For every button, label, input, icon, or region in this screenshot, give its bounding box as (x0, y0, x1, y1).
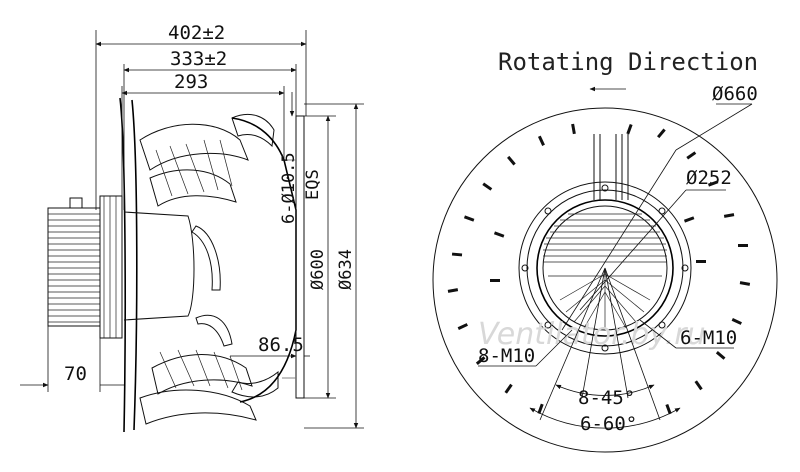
impeller-backplate (119, 97, 138, 433)
inlet-length-label: 86.5 (258, 334, 304, 356)
side-view: 402±2 333±2 293 6-Ø10.5 EQS Ø600 Ø634 86… (20, 22, 364, 433)
motor-block (47, 195, 123, 339)
motor-offset-label: 70 (64, 363, 87, 385)
angle-inner-arc (555, 384, 655, 396)
impeller-outline (432, 107, 778, 453)
cable-bundle (593, 134, 629, 200)
motor-diameter-label: Ø252 (686, 167, 732, 189)
angle-outer-arc (529, 407, 681, 429)
angle-outer-label: 6-60° (580, 413, 637, 435)
rotating-direction-title: Rotating Direction (498, 48, 758, 76)
overall-depth-label: 402±2 (168, 22, 225, 44)
front-view: Rotating Direction (432, 48, 778, 453)
inlet-diameter-label: Ø600 (308, 249, 328, 290)
impeller-diameter-leader (675, 103, 753, 151)
motor-outer-ring (518, 181, 692, 355)
hole-spacing-label: EQS (303, 169, 323, 200)
motor-rotor (123, 211, 195, 321)
motor-bolt-holes (521, 184, 689, 352)
mounting-holes-label: 6-Ø10.5 (279, 152, 299, 224)
impeller-blades (139, 114, 279, 425)
watermark: Ventilator.by.ru (478, 317, 706, 352)
motor-diameter-leader (579, 189, 687, 311)
thread-right-label: 6-M10 (680, 327, 737, 349)
motor-flange (536, 199, 674, 337)
body-depth-label: 293 (174, 71, 208, 93)
outer-diameter-label: Ø634 (336, 249, 356, 290)
inlet-ring (295, 115, 305, 399)
angle-inner-label: 8-45° (578, 387, 635, 409)
motor-fins-upper (543, 213, 667, 263)
impeller-diameter-label: Ø660 (712, 83, 758, 105)
thread-left-label: 8-M10 (478, 345, 535, 367)
flange-depth-label: 333±2 (170, 48, 227, 70)
